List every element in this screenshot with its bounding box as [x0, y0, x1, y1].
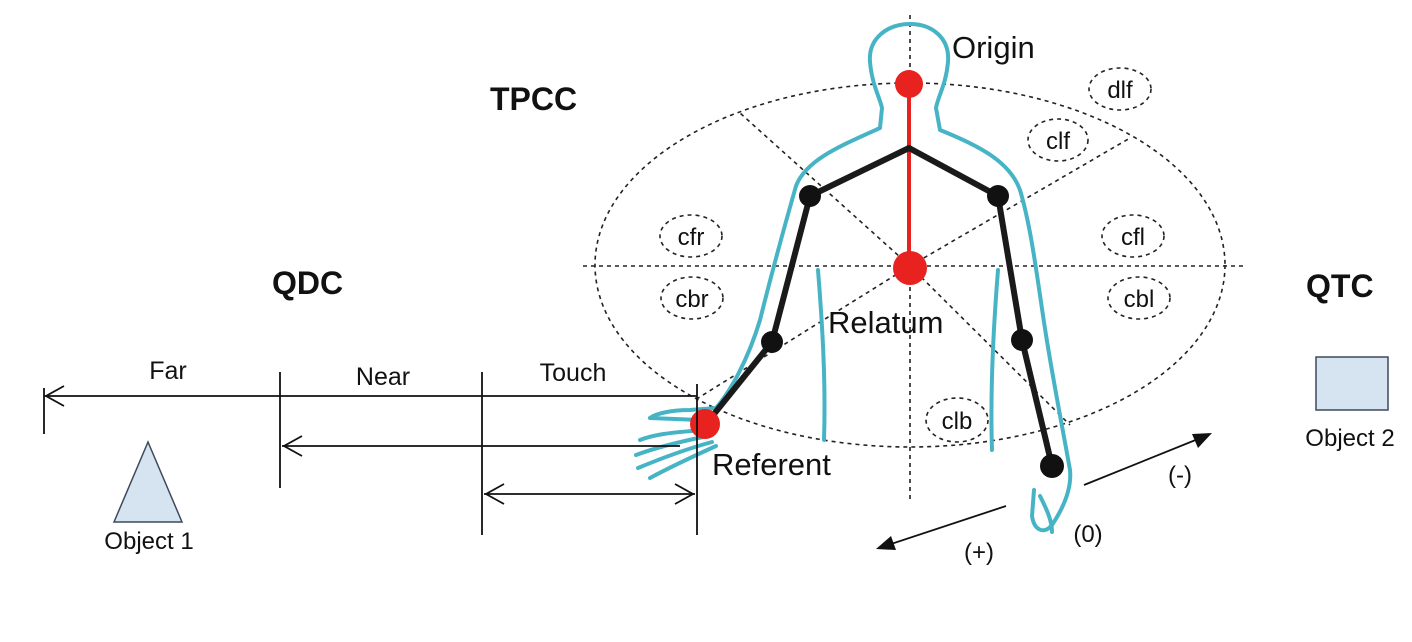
- region-cfr-ellipse: [659, 214, 723, 258]
- region-dlf: dlf: [1107, 77, 1133, 104]
- object2-square: [1315, 356, 1389, 411]
- near-label: Near: [356, 363, 410, 391]
- region-cfl-ellipse: [1101, 214, 1165, 258]
- tpcc-ellipse: [594, 82, 1226, 448]
- qtc-arrows: [876, 433, 1212, 550]
- region-clb-ellipse: [925, 397, 989, 443]
- qtc-plus-label: (+): [964, 539, 994, 566]
- region-cfl: cfl: [1121, 224, 1145, 251]
- qtc-label: QTC: [1306, 268, 1374, 304]
- object1-triangle: [112, 440, 184, 523]
- object2-label: Object 2: [1305, 425, 1394, 452]
- qtc-minus-label: (-): [1168, 462, 1192, 489]
- region-clf-ellipse: [1027, 118, 1089, 162]
- region-clb: clb: [942, 408, 973, 435]
- touch-label: Touch: [540, 359, 607, 387]
- region-dlf-ellipse: [1088, 67, 1152, 111]
- skeleton-arms: [703, 145, 1055, 469]
- qtc-zero-label: (0): [1073, 521, 1102, 548]
- object1-label: Object 1: [104, 528, 193, 555]
- right-shoulder-joint: [799, 185, 821, 207]
- left-elbow-joint: [1011, 329, 1033, 351]
- diagonal-back-left: [909, 265, 1071, 426]
- left-shoulder-joint: [987, 185, 1009, 207]
- relatum-label: Relatum: [828, 305, 943, 340]
- diagonal-back-right: [694, 265, 911, 401]
- region-cbl-ellipse: [1107, 276, 1171, 320]
- referent-label: Referent: [712, 447, 831, 482]
- referent-joint: [690, 409, 720, 439]
- tpcc-label: TPCC: [490, 81, 577, 117]
- human-body-outline: [634, 22, 1073, 534]
- relatum-joint: [893, 251, 927, 285]
- region-cbr: cbr: [675, 286, 708, 313]
- origin-joint: [895, 70, 923, 98]
- region-cbr-ellipse: [660, 276, 724, 320]
- far-label: Far: [149, 357, 187, 385]
- region-clf: clf: [1046, 128, 1070, 155]
- origin-label: Origin: [952, 30, 1035, 65]
- region-cbl: cbl: [1124, 286, 1155, 313]
- qdc-distance-scale: [43, 372, 698, 535]
- right-elbow-joint: [761, 331, 783, 353]
- diagonal-front-left: [909, 137, 1131, 267]
- region-cfr: cfr: [678, 224, 705, 251]
- qdc-label: QDC: [272, 265, 343, 301]
- left-wrist-joint: [1040, 454, 1064, 478]
